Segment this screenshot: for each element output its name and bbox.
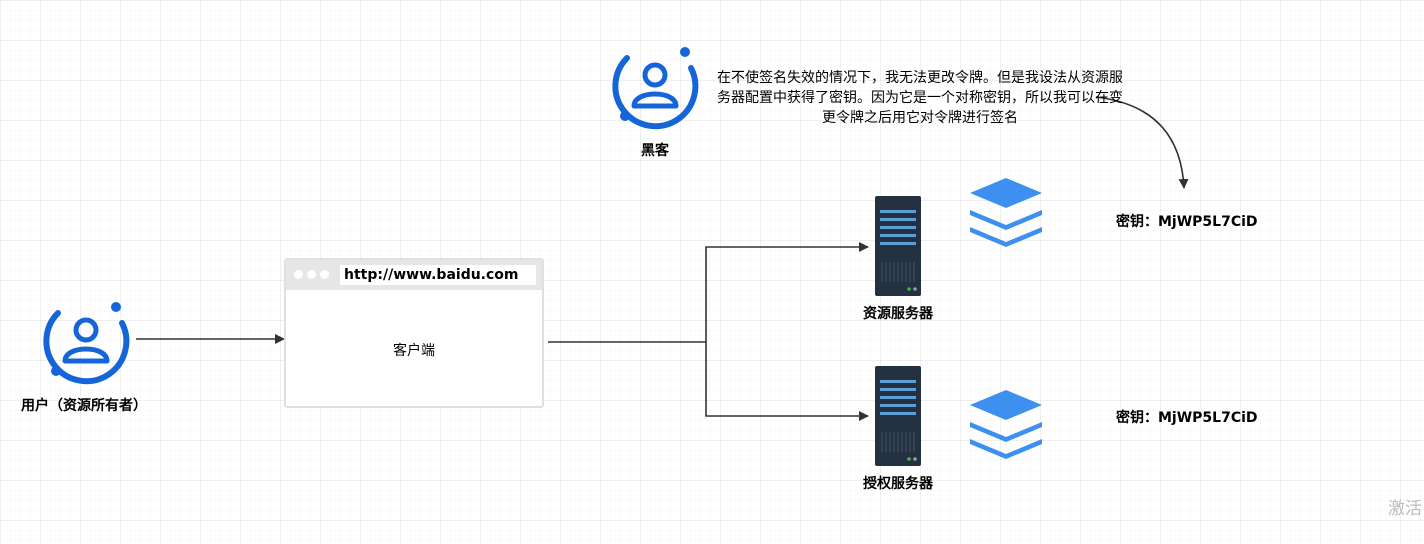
resource-key-layers-icon [970,178,1042,247]
resource-server-label: 资源服务器 [863,306,933,322]
window-dot-icon [320,270,329,279]
client-to-auth-server-arrow [705,342,869,421]
client-browser-window: http://www.baidu.com 客户端 [284,258,544,408]
browser-title-bar: http://www.baidu.com [286,260,542,290]
window-dot-icon [294,270,303,279]
hacker-note-to-key-arrow [1095,96,1189,189]
url-field: http://www.baidu.com [340,265,536,285]
auth-server-icon [875,366,921,466]
user-person-icon [43,302,130,385]
user-label: 用户（资源所有者） [21,398,147,414]
hacker-person-icon [612,47,699,130]
client-to-resource-server-arrow [548,242,869,343]
resource-key-text: 密钥：MjWP5L7CiD [1116,214,1258,230]
client-label: 客户端 [393,343,435,359]
window-dot-icon [307,270,316,279]
auth-server-label: 授权服务器 [863,476,933,492]
hacker-label: 黑客 [641,143,669,159]
resource-server-icon [875,196,921,296]
auth-key-text: 密钥：MjWP5L7CiD [1116,410,1258,426]
auth-key-layers-icon [970,390,1042,459]
activation-watermark: 激活 [1388,499,1422,519]
hacker-note: 在不使签名失效的情况下，我无法更改令牌。但是我设法从资源服务器配置中获得了密钥。… [717,70,1123,126]
